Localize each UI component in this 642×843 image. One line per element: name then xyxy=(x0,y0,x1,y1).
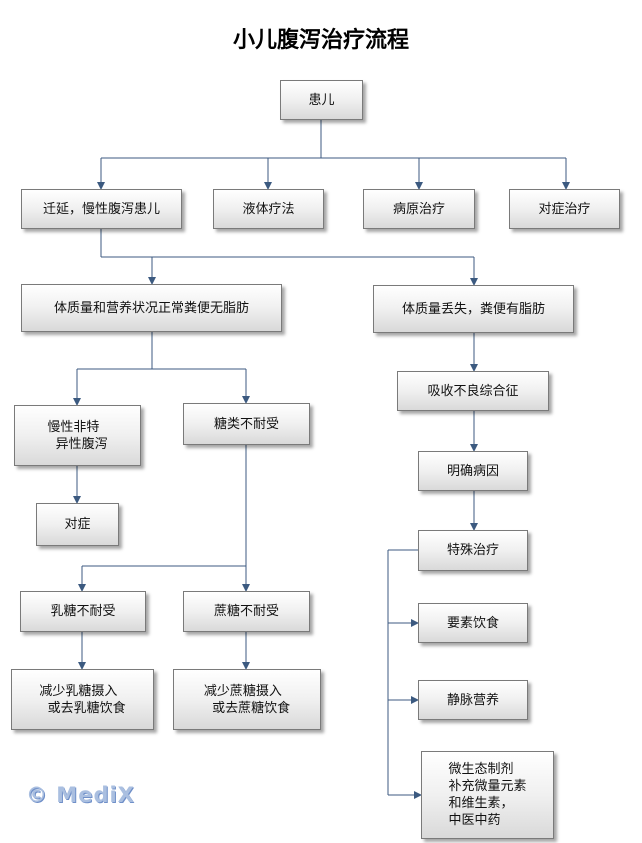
page-title: 小儿腹泻治疗流程 xyxy=(232,28,409,53)
node-symptomatic-treatment: 对症治疗 xyxy=(509,189,620,229)
node-etiology-treatment: 病原治疗 xyxy=(363,189,475,229)
node-microecological: 微生态制剂 补充微量元素 和维生素， 中医中药 xyxy=(421,751,554,839)
node-nonspecific-diarrhea: 慢性非特 异性腹泻 xyxy=(14,405,141,466)
node-weight-loss: 体质量丢失，粪便有脂肪 xyxy=(373,285,574,333)
node-elemental-diet: 要素饮食 xyxy=(418,603,528,643)
node-sucrose-intolerance: 蔗糖不耐受 xyxy=(183,591,310,632)
node-fluid-therapy: 液体疗法 xyxy=(213,189,324,229)
node-lactose-intolerance: 乳糖不耐受 xyxy=(20,591,146,632)
medix-watermark: © MediX xyxy=(26,783,135,807)
node-symptomatic: 对症 xyxy=(36,503,119,546)
node-iv-nutrition: 静脉营养 xyxy=(418,680,528,720)
node-patient: 患儿 xyxy=(280,80,363,120)
node-malabsorption: 吸收不良综合征 xyxy=(397,371,549,411)
node-special-treatment: 特殊治疗 xyxy=(418,530,528,571)
node-sugar-intolerance: 糖类不耐受 xyxy=(183,403,310,445)
node-identify-cause: 明确病因 xyxy=(418,451,528,491)
node-normal-weight: 体质量和营养状况正常粪便无脂肪 xyxy=(21,284,282,332)
node-reduce-sucrose: 减少蔗糖摄入 或去蔗糖饮食 xyxy=(173,669,321,730)
node-chronic-diarrhea: 迁延，慢性腹泻患儿 xyxy=(21,189,182,229)
node-reduce-lactose: 减少乳糖摄入 或去乳糖饮食 xyxy=(11,669,154,730)
